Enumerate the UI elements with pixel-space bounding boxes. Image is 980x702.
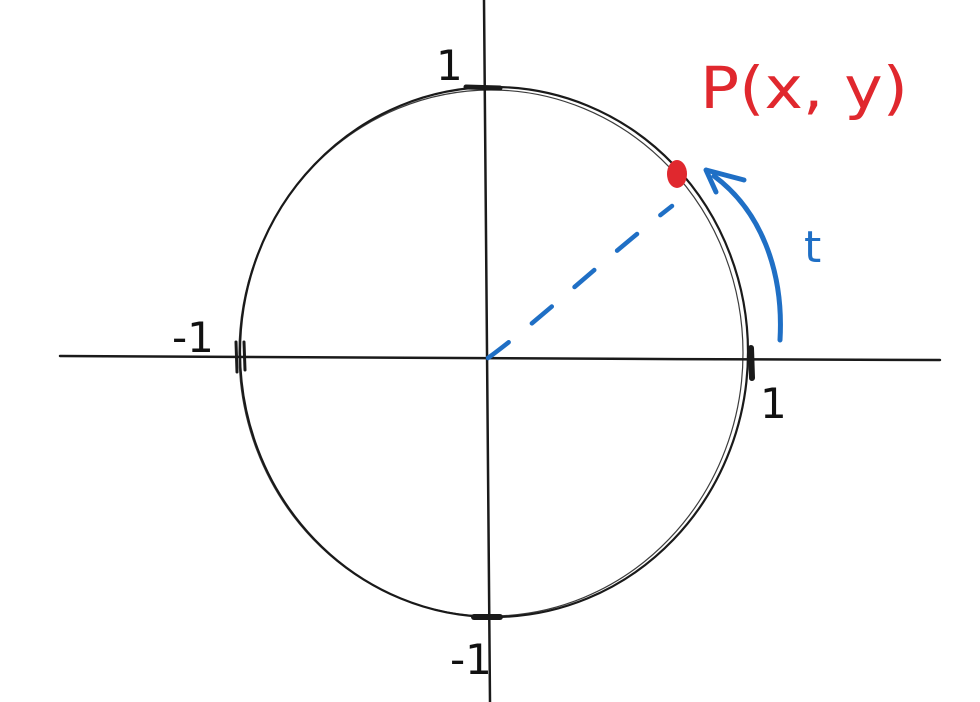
radius-dashed-line [485,203,675,361]
y-axis [482,0,492,702]
tick-right [748,345,755,381]
label-top-1: 1 [436,41,463,90]
label-right-1: 1 [760,379,787,428]
arc-arrow [711,173,783,343]
label-bottom-minus-1: -1 [450,635,492,684]
point-label: P(x, y) [700,54,908,122]
arc-label: t [804,222,821,273]
x-axis [58,354,942,362]
arc-arrowhead [703,167,747,195]
tick-left [234,340,247,374]
point-p [667,160,687,188]
label-left-minus-1: -1 [172,313,214,362]
tick-top [463,84,503,91]
